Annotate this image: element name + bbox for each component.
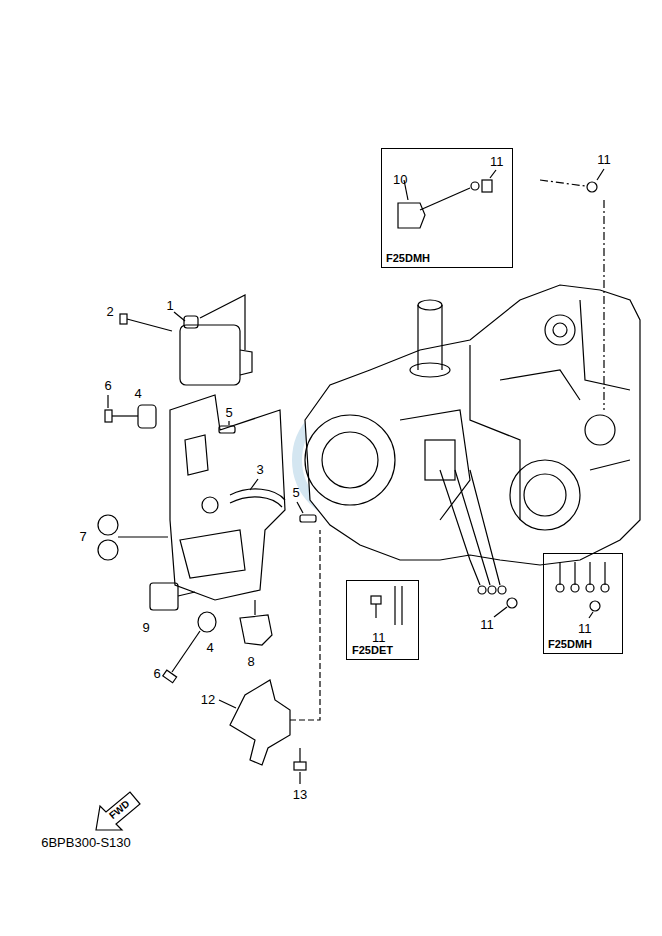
callout-number: 11 xyxy=(490,155,504,170)
callout-number: 2 xyxy=(106,305,113,320)
callout-number: 5 xyxy=(225,406,232,421)
forward-arrow: FWD xyxy=(94,788,142,832)
variant-inset-box: 11F25DET xyxy=(346,580,419,660)
callout-number: 6 xyxy=(153,667,160,682)
variant-inset-box: 11F25DMH xyxy=(543,553,623,654)
diagram-code: 6BPB300-S130 xyxy=(41,836,131,851)
callout-number: 1 xyxy=(166,299,173,314)
callout-number: 8 xyxy=(247,655,254,670)
model-label: F25DET xyxy=(352,644,393,657)
callout-number: 12 xyxy=(201,693,215,708)
callout-number: 6 xyxy=(104,379,111,394)
callout-number: 13 xyxy=(293,788,307,803)
callout-number: 4 xyxy=(134,387,141,402)
callout-number: 4 xyxy=(206,641,213,656)
callout-number: 5 xyxy=(292,486,299,501)
callout-number: 7 xyxy=(79,530,86,545)
callout-number: 11 xyxy=(578,622,592,637)
callout-number: 9 xyxy=(142,621,149,636)
model-label: F25DMH xyxy=(386,252,430,265)
callout-number: 11 xyxy=(480,618,494,633)
model-label: F25DMH xyxy=(548,638,592,651)
variant-inset-box: 10 11F25DMH xyxy=(381,148,513,268)
callout-number: 11 xyxy=(372,631,386,646)
callout-number: 3 xyxy=(256,463,263,478)
callout-number: 11 xyxy=(597,153,611,168)
callout-number: 10 xyxy=(393,173,407,188)
